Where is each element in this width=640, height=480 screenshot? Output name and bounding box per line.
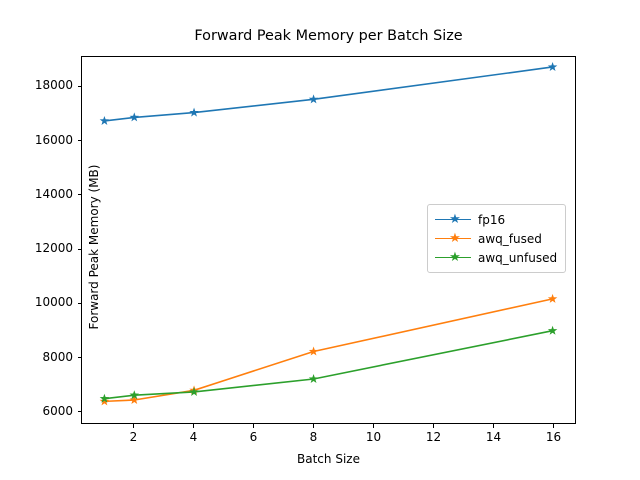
data-point-marker <box>129 112 140 122</box>
y-tick-mark <box>77 194 81 196</box>
series-line <box>103 66 554 122</box>
series-line <box>103 298 554 403</box>
plot-area <box>81 56 576 424</box>
series-awq_fused <box>99 293 558 406</box>
data-point-marker <box>189 107 199 117</box>
legend-item-fp16[interactable]: ★ fp16 <box>435 210 557 229</box>
legend-item-awq_unfused[interactable]: ★ awq_unfused <box>435 248 557 267</box>
series-awq_unfused <box>99 325 558 403</box>
y-tick-label: 6000 <box>42 403 73 418</box>
legend-swatch: ★ <box>435 230 471 246</box>
data-point-marker <box>308 374 319 384</box>
legend-line <box>435 218 471 221</box>
star-icon: ★ <box>449 249 461 265</box>
x-tick-label: 12 <box>425 430 442 444</box>
y-tick-label: 8000 <box>42 349 73 364</box>
x-tick-label: 2 <box>129 430 138 444</box>
y-tick-label: 18000 <box>34 78 73 93</box>
x-tick-mark <box>553 424 555 428</box>
y-tick-mark <box>77 140 81 142</box>
data-point-marker <box>189 386 199 396</box>
legend-label: awq_unfused <box>478 250 558 265</box>
chart-legend: ★ fp16 ★ awq_fused ★ awq_unfused <box>427 204 567 273</box>
legend-item-awq_fused[interactable]: ★ awq_fused <box>435 229 557 248</box>
x-tick-label: 8 <box>309 430 318 444</box>
y-tick-mark <box>77 411 81 413</box>
y-tick-label: 10000 <box>34 295 73 310</box>
legend-line <box>435 256 471 259</box>
x-tick-mark <box>193 424 195 428</box>
legend-label: fp16 <box>478 212 506 227</box>
y-tick-mark <box>77 248 81 250</box>
x-tick-mark <box>253 424 255 428</box>
y-tick-mark <box>77 85 81 87</box>
y-axis-label: Forward Peak Memory (MB) <box>87 164 101 330</box>
data-point-marker <box>547 325 558 335</box>
y-tick-mark <box>77 357 81 359</box>
star-icon: ★ <box>449 211 461 227</box>
data-point-marker <box>547 62 558 72</box>
x-tick-mark <box>493 424 495 428</box>
legend-swatch: ★ <box>435 249 471 265</box>
x-tick-label: 6 <box>249 430 258 444</box>
x-tick-label: 4 <box>189 430 198 444</box>
y-tick-label: 16000 <box>34 132 73 147</box>
legend-swatch: ★ <box>435 211 471 227</box>
x-tick-mark <box>433 424 435 428</box>
data-point-marker <box>99 115 110 125</box>
data-point-marker <box>99 396 110 406</box>
data-point-marker <box>129 390 140 400</box>
data-point-marker <box>129 395 140 405</box>
data-point-marker <box>308 346 319 356</box>
x-tick-label: 10 <box>365 430 382 444</box>
star-icon: ★ <box>449 230 461 246</box>
data-point-marker <box>308 94 319 104</box>
legend-line <box>435 237 471 240</box>
data-point-marker <box>99 393 110 403</box>
series-fp16 <box>99 62 558 125</box>
legend-label: awq_fused <box>478 231 542 246</box>
series-layer <box>99 62 558 406</box>
x-tick-mark <box>313 424 315 428</box>
plot-clip <box>82 57 575 423</box>
data-point-marker <box>547 293 558 303</box>
x-tick-mark <box>133 424 135 428</box>
x-axis-label: Batch Size <box>297 452 360 466</box>
x-tick-label: 14 <box>485 430 502 444</box>
x-tick-label: 16 <box>545 430 562 444</box>
series-line <box>103 329 554 400</box>
x-tick-mark <box>373 424 375 428</box>
y-tick-label: 12000 <box>34 241 73 256</box>
y-tick-mark <box>77 302 81 304</box>
chart-title: Forward Peak Memory per Batch Size <box>194 28 463 44</box>
y-tick-label: 14000 <box>34 186 73 201</box>
